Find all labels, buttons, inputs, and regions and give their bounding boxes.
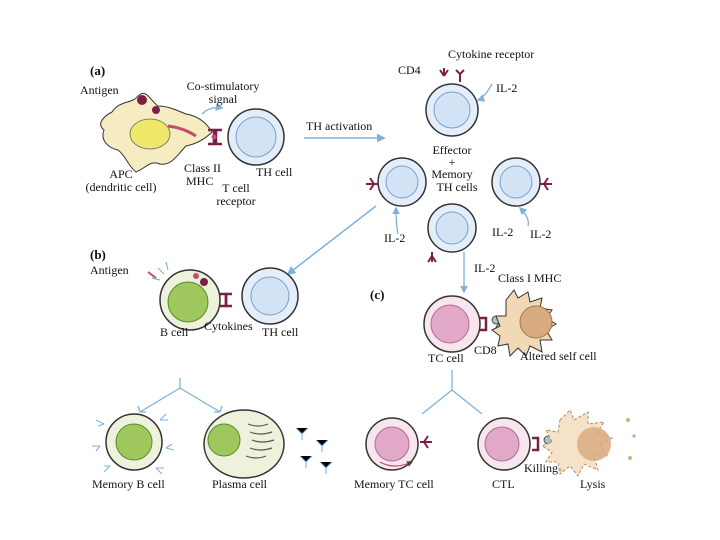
memory-b-cell-label: Memory B cell [92,477,165,491]
apc-label-line1: APC [109,167,133,181]
effector-label-line1: Effector [432,143,472,157]
tc-cell-nucleus [430,304,470,344]
il2-label-right: IL-2 [530,227,552,241]
mhc-tcr-synapse [208,128,222,146]
th-cell-a-nucleus [235,116,277,158]
effector-label-line3: Memory [431,167,473,181]
class2-mhc-label-line2: MHC [186,174,214,188]
antigen-label-a: Antigen [80,83,119,97]
antibodies [295,427,333,474]
costimulatory-label-line1: Co-stimulatory [186,79,260,93]
lysis-label: Lysis [580,477,606,491]
plasma-cell-label: Plasma cell [212,477,267,491]
cytokine-receptor-marker [455,69,465,82]
plasma-er [245,423,275,459]
effector-label-line4: TH cells [436,180,478,194]
antigen-particle [137,95,147,105]
th-cell-label-b: TH cell [262,325,299,339]
class2-mhc-label-line1: Class II [184,161,221,175]
cd8-label: CD8 [474,343,497,357]
tcr-label-line1: T cell [222,181,250,195]
cd4-label: CD4 [398,63,421,77]
tcr-label-line2: receptor [216,194,256,208]
panel-label-c: (c) [370,287,385,302]
antigen-label-b: Antigen [90,263,129,277]
cytokine-receptor-label: Cytokine receptor [448,47,535,61]
lysis-debris [558,418,636,472]
b-cell-label: B cell [160,325,189,339]
ctl-label: CTL [492,477,515,491]
cytokines-label: Cytokines [204,319,253,333]
memory-b-receptors [92,413,175,475]
panel-label-b: (b) [90,247,106,262]
memory-tc-cell-label: Memory TC cell [354,477,434,491]
cd4-marker [439,68,449,77]
apc-nucleus [129,118,171,150]
tc-cell-label: TC cell [428,351,464,365]
antigen-processing-path [167,124,197,138]
il2-label-down: IL-2 [474,261,496,275]
apc-label-line2: (dendritic cell) [85,180,157,194]
c-branch-arrows [421,370,483,415]
effector-label-line2: + [448,155,456,169]
il2-label-mid: IL-2 [492,225,514,239]
antigen-particle [152,106,160,114]
arrow-to-b-activation [286,205,377,276]
altered-self-cell-label: Altered self cell [520,349,597,363]
altered-self-nucleus [519,305,553,339]
lysed-cell-nucleus [577,427,611,461]
b-th-synapse [220,292,232,308]
b-branch-arrows [139,378,221,413]
class1-mhc-label: Class I MHC [498,271,562,285]
th-activation-label: TH activation [306,119,373,133]
th-cell-label-a: TH cell [256,165,293,179]
il2-label-top: IL-2 [496,81,518,95]
panel-label-a: (a) [90,63,106,78]
b-cell-nucleus [167,281,209,323]
il2-label-left: IL-2 [384,231,406,245]
costimulatory-label-line2: signal [208,92,238,106]
killing-label: Killing [524,461,559,475]
